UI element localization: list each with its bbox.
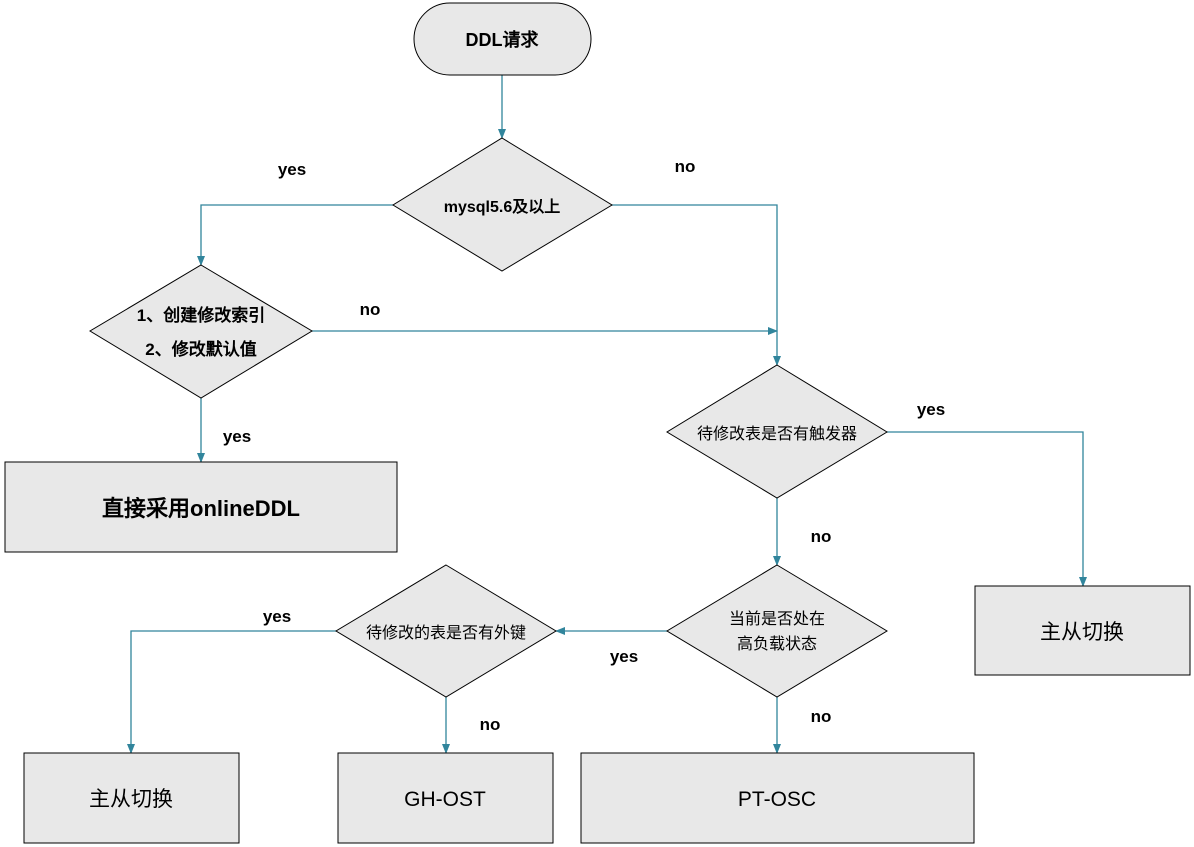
- switch-left-label: 主从切换: [89, 787, 173, 811]
- index-no-label: no: [360, 300, 381, 319]
- index-label-line2: 2、修改默认值: [145, 339, 256, 359]
- edge-trigger-yes: [887, 431, 1087, 587]
- start-label: DDL请求: [466, 29, 540, 50]
- online-ddl-box: [4, 461, 398, 553]
- online-ddl-label: 直接采用onlineDDL: [102, 496, 300, 521]
- trigger-label: 待修改表是否有触发器: [697, 424, 857, 443]
- edge-version-yes: [197, 204, 393, 266]
- fk-no-label: no: [480, 715, 501, 734]
- trigger-decision: [666, 364, 888, 499]
- fk-yes-label: yes: [263, 607, 291, 626]
- switch-right-label: 主从切换: [1040, 620, 1124, 644]
- version-yes-label: yes: [278, 160, 306, 179]
- fk-label: 待修改的表是否有外键: [366, 623, 526, 642]
- fk-decision: [335, 564, 557, 698]
- edge-version-no: [612, 204, 781, 366]
- switch-left-box: [23, 752, 240, 844]
- switch-right-box: [974, 585, 1191, 676]
- index-yes-label: yes: [223, 427, 251, 446]
- load-yes-label: yes: [610, 647, 638, 666]
- load-label-line1: 当前是否处在: [729, 609, 825, 628]
- trigger-no-label: no: [811, 527, 832, 546]
- gh-ost-box: [337, 752, 554, 844]
- index-label-line1: 1、创建修改索引: [137, 305, 265, 325]
- load-label-line2: 高负载状态: [737, 634, 817, 653]
- version-no-label: no: [675, 157, 696, 176]
- edge-fk-yes: [127, 630, 336, 754]
- version-label: mysql5.6及以上: [444, 198, 561, 216]
- pt-osc-label: PT-OSC: [738, 788, 816, 811]
- index-decision: [89, 264, 313, 399]
- pt-osc-box: [580, 752, 975, 844]
- load-no-label: no: [811, 707, 832, 726]
- version-decision: [392, 137, 613, 272]
- trigger-yes-label: yes: [917, 400, 945, 419]
- start-terminal: [413, 2, 592, 76]
- load-decision: [666, 564, 888, 698]
- gh-ost-label: GH-OST: [404, 788, 486, 811]
